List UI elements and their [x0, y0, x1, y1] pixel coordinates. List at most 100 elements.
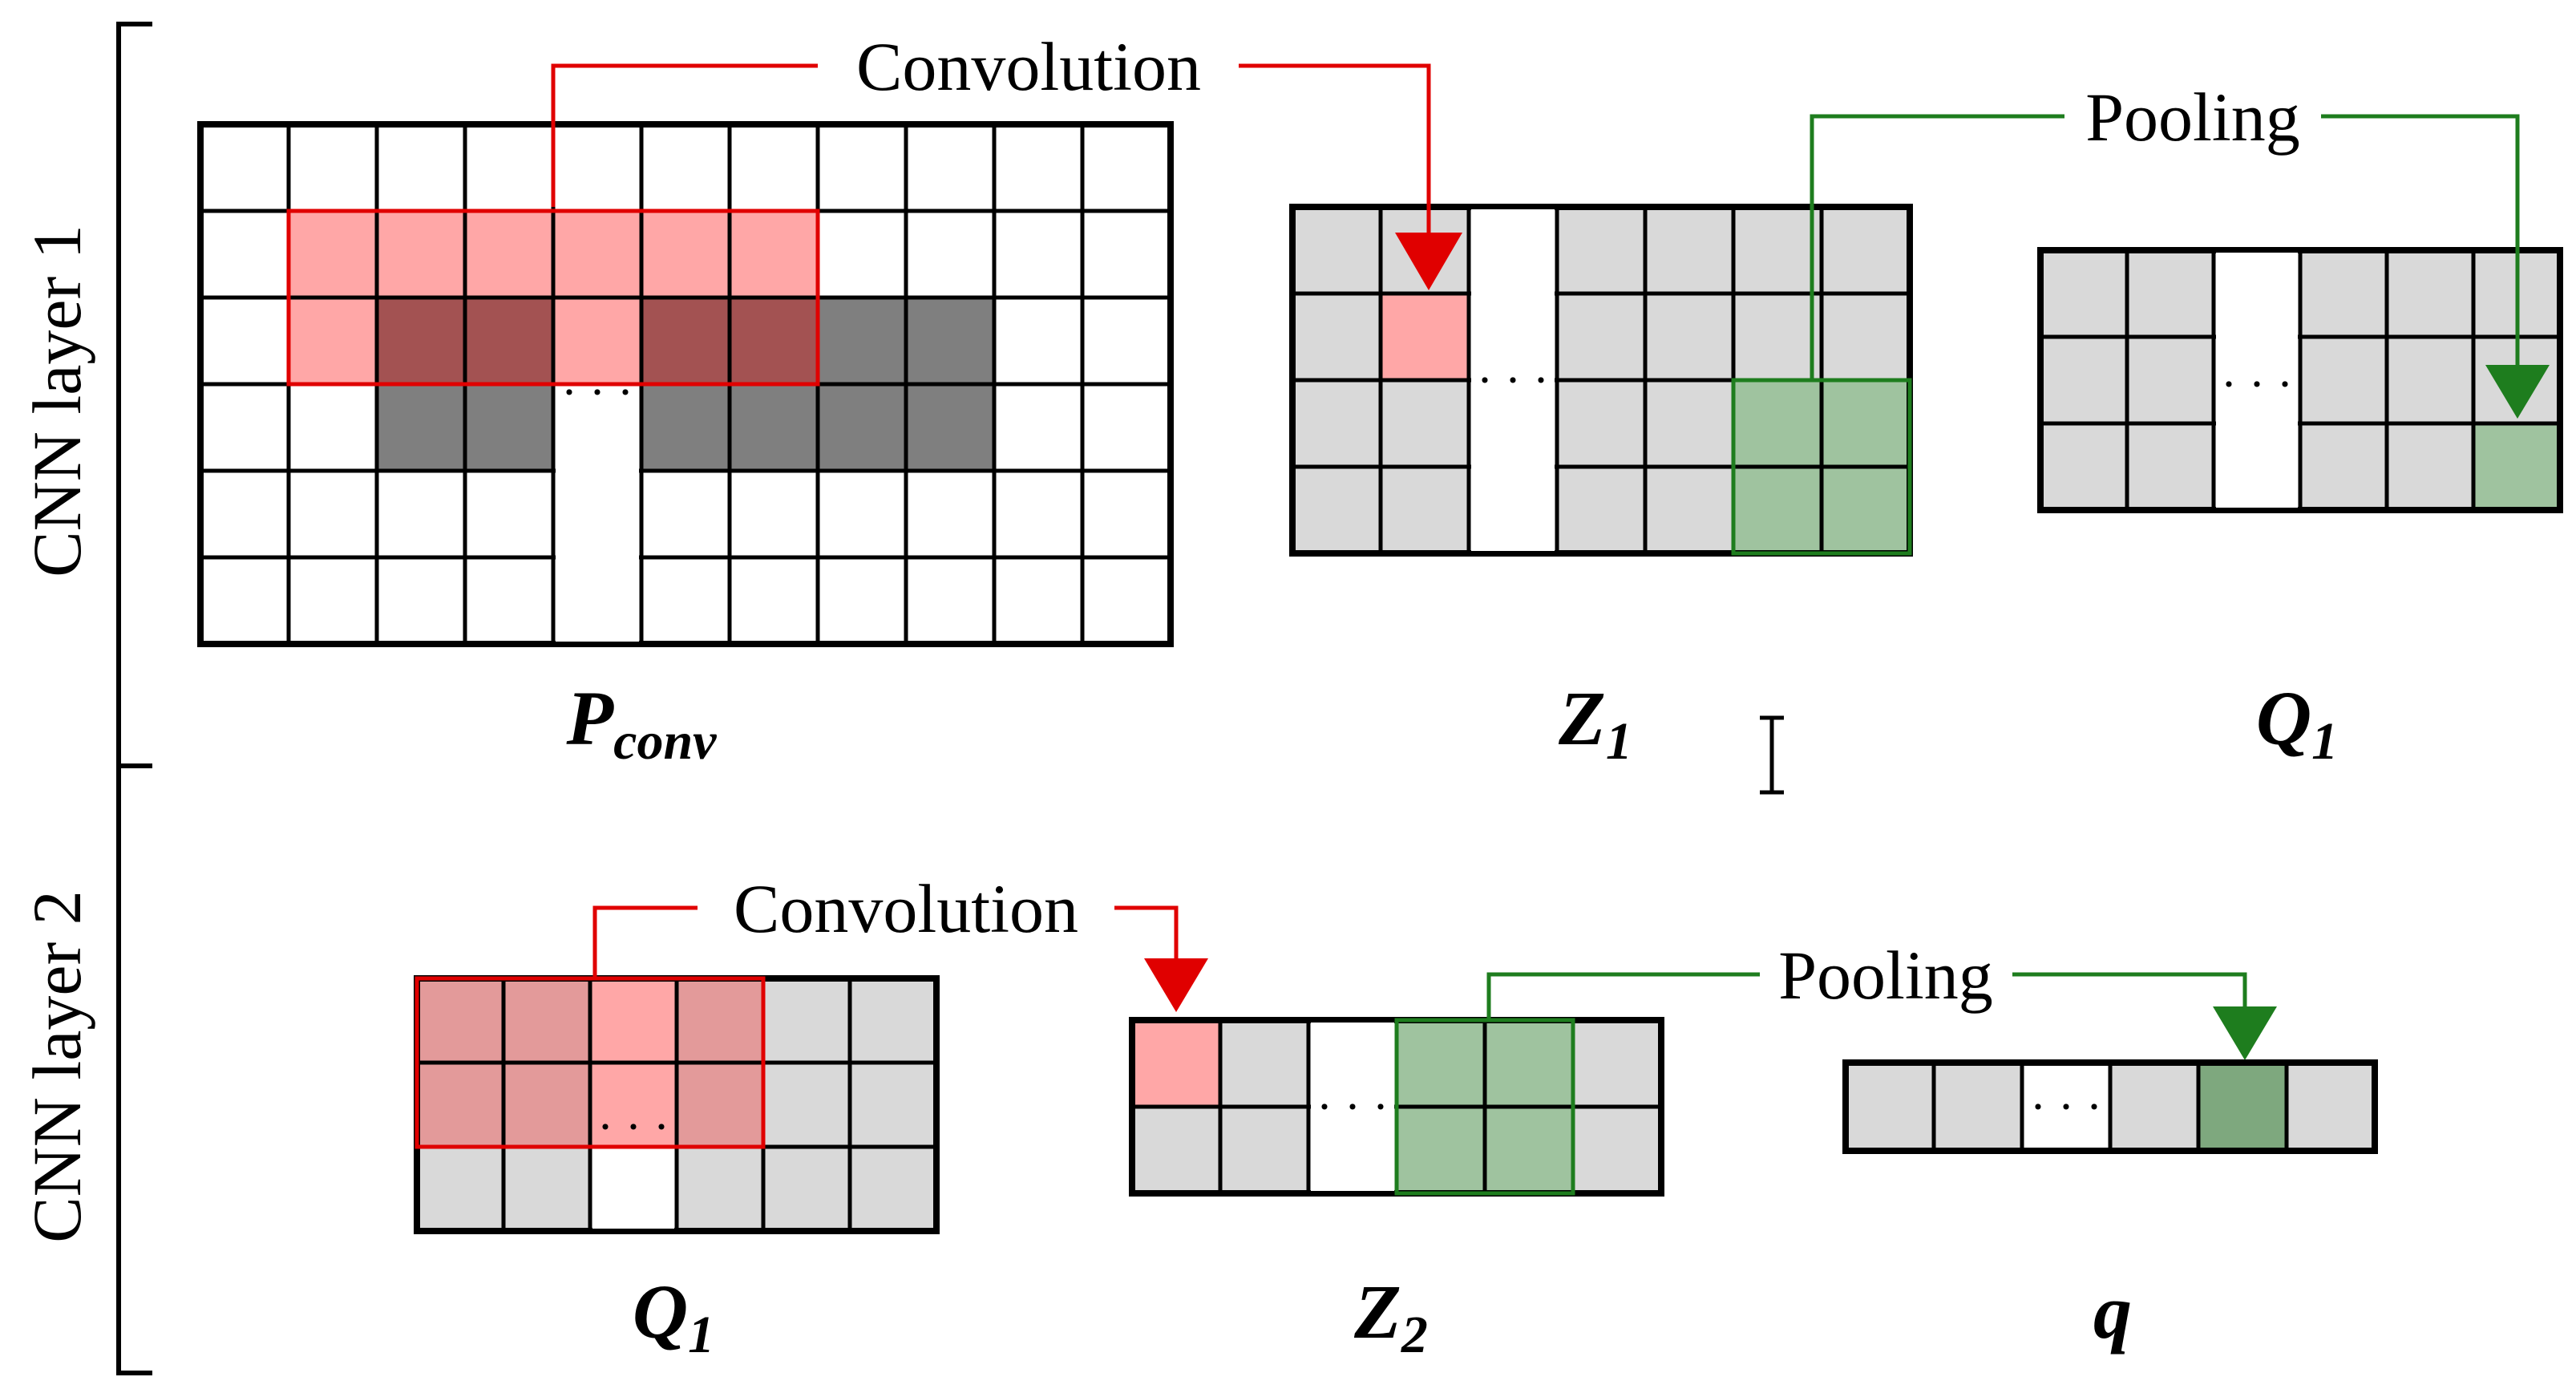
label-p-conv: Pconv	[566, 675, 718, 771]
grid-cell	[1130, 1018, 1223, 1109]
grid-cell	[1080, 382, 1173, 473]
label-p-conv-subscript: conv	[613, 712, 717, 771]
grid-cell	[1290, 464, 1383, 556]
grid-cell	[1394, 1018, 1487, 1109]
grid-cell	[761, 1144, 852, 1233]
convolution-arrow-head-2	[1144, 958, 1208, 1012]
pool-window	[1394, 1018, 1575, 1196]
grid-cell	[286, 295, 379, 387]
label-q1-layer2-symbol: Q	[633, 1269, 688, 1355]
grid-cell	[1482, 1018, 1575, 1109]
grid-cell	[2298, 334, 2389, 426]
grid-cell	[501, 1144, 592, 1233]
grid-cell	[1643, 378, 1736, 469]
grid-cell	[1731, 378, 1824, 469]
grid-cell	[639, 209, 732, 300]
label-z2: Z2	[1353, 1269, 1428, 1364]
ellipsis: · · ·	[2221, 358, 2293, 411]
grid-cell	[847, 1144, 939, 1233]
grid-cell	[727, 555, 820, 646]
grid-cell	[815, 209, 908, 300]
layer-2-convolution-label: Convolution	[734, 870, 1078, 947]
grid-cell	[992, 209, 1085, 300]
grid-cell	[992, 468, 1085, 560]
grid-cell	[463, 382, 556, 473]
grid-cell	[1218, 1104, 1311, 1196]
grid-cell	[2038, 421, 2129, 512]
grid-cell	[847, 1060, 939, 1149]
grid-cell	[1130, 1104, 1223, 1196]
grid-cell	[2284, 1060, 2377, 1153]
grid-cell	[992, 555, 1085, 646]
grid-cell	[501, 1060, 592, 1149]
layer-1-label: CNN layer 1	[18, 225, 95, 577]
grid-cell	[674, 1144, 766, 1233]
layer-2-pooling-label: Pooling	[1778, 937, 1993, 1014]
grid-cell	[639, 122, 732, 213]
grid-cell	[286, 122, 379, 213]
grid-cell	[463, 468, 556, 560]
grid-cell	[1731, 291, 1824, 383]
layer-2-label: CNN layer 2	[18, 890, 95, 1242]
grid-cell	[904, 122, 997, 213]
grid-cell	[815, 468, 908, 560]
grid-cell	[415, 976, 506, 1065]
grid-cell	[1643, 291, 1736, 383]
grid-cell	[2125, 421, 2216, 512]
grid-cell	[2125, 334, 2216, 426]
grid-cell	[2384, 421, 2476, 512]
matrix-q1-layer2: · · ·	[414, 975, 940, 1234]
label-q-symbol: q	[2093, 1269, 2132, 1355]
label-z2-subscript: 2	[1401, 1306, 1428, 1364]
ellipsis-column	[2216, 253, 2298, 508]
label-q1-layer1-symbol: Q	[2256, 675, 2311, 761]
grid-cell	[463, 295, 556, 387]
pooling-arrow-head-1	[2485, 365, 2550, 419]
ellipsis: · · ·	[1316, 1080, 1389, 1133]
label-q1-layer2-subscript: 1	[688, 1306, 714, 1364]
grid-cell	[286, 555, 379, 646]
grid-border	[2037, 247, 2563, 513]
grid-cell	[992, 382, 1085, 473]
layer-1-convolution-label: Convolution	[856, 28, 1201, 105]
grid-cell	[374, 295, 467, 387]
grid-cell	[1290, 205, 1383, 296]
grid-cell	[674, 976, 766, 1065]
layer-2-bracket	[116, 763, 152, 1375]
grid-cell	[374, 382, 467, 473]
grid-cell	[1819, 205, 1912, 296]
grid-cell	[2471, 421, 2562, 512]
grid-cell	[2125, 248, 2216, 339]
grid-cell	[1555, 291, 1648, 383]
label-q1-layer1: Q1	[2256, 675, 2338, 771]
grid-cell	[198, 468, 291, 560]
grid-cell	[286, 468, 379, 560]
grid-cell	[1643, 464, 1736, 556]
ellipsis: · · ·	[597, 1100, 669, 1153]
grid-cell	[1555, 464, 1648, 556]
label-q1-layer1-subscript: 1	[2311, 712, 2338, 771]
layer-1-convolution-connector	[551, 63, 1462, 290]
grid-cell	[727, 468, 820, 560]
label-q1-layer2: Q1	[633, 1269, 714, 1364]
grid-cell	[415, 1144, 506, 1233]
ellipsis: · · ·	[1477, 354, 1549, 407]
ellipsis-column	[1311, 1023, 1394, 1191]
grid-cell	[1080, 209, 1173, 300]
grid-cell	[374, 468, 467, 560]
grid-cell	[727, 122, 820, 213]
grid-cell	[2196, 1060, 2289, 1153]
pool-window	[1731, 378, 1912, 556]
grid-cell	[415, 1060, 506, 1149]
grid-cell	[1378, 291, 1471, 383]
grid-cell	[1555, 205, 1648, 296]
grid-cell	[286, 209, 379, 300]
grid-cell	[639, 295, 732, 387]
matrix-z2: · · ·	[1129, 1017, 1664, 1197]
grid-cell	[2038, 248, 2129, 339]
grid-cell	[588, 976, 679, 1065]
grid-cell	[904, 555, 997, 646]
grid-cell	[1378, 378, 1471, 469]
label-q: q	[2093, 1269, 2132, 1355]
